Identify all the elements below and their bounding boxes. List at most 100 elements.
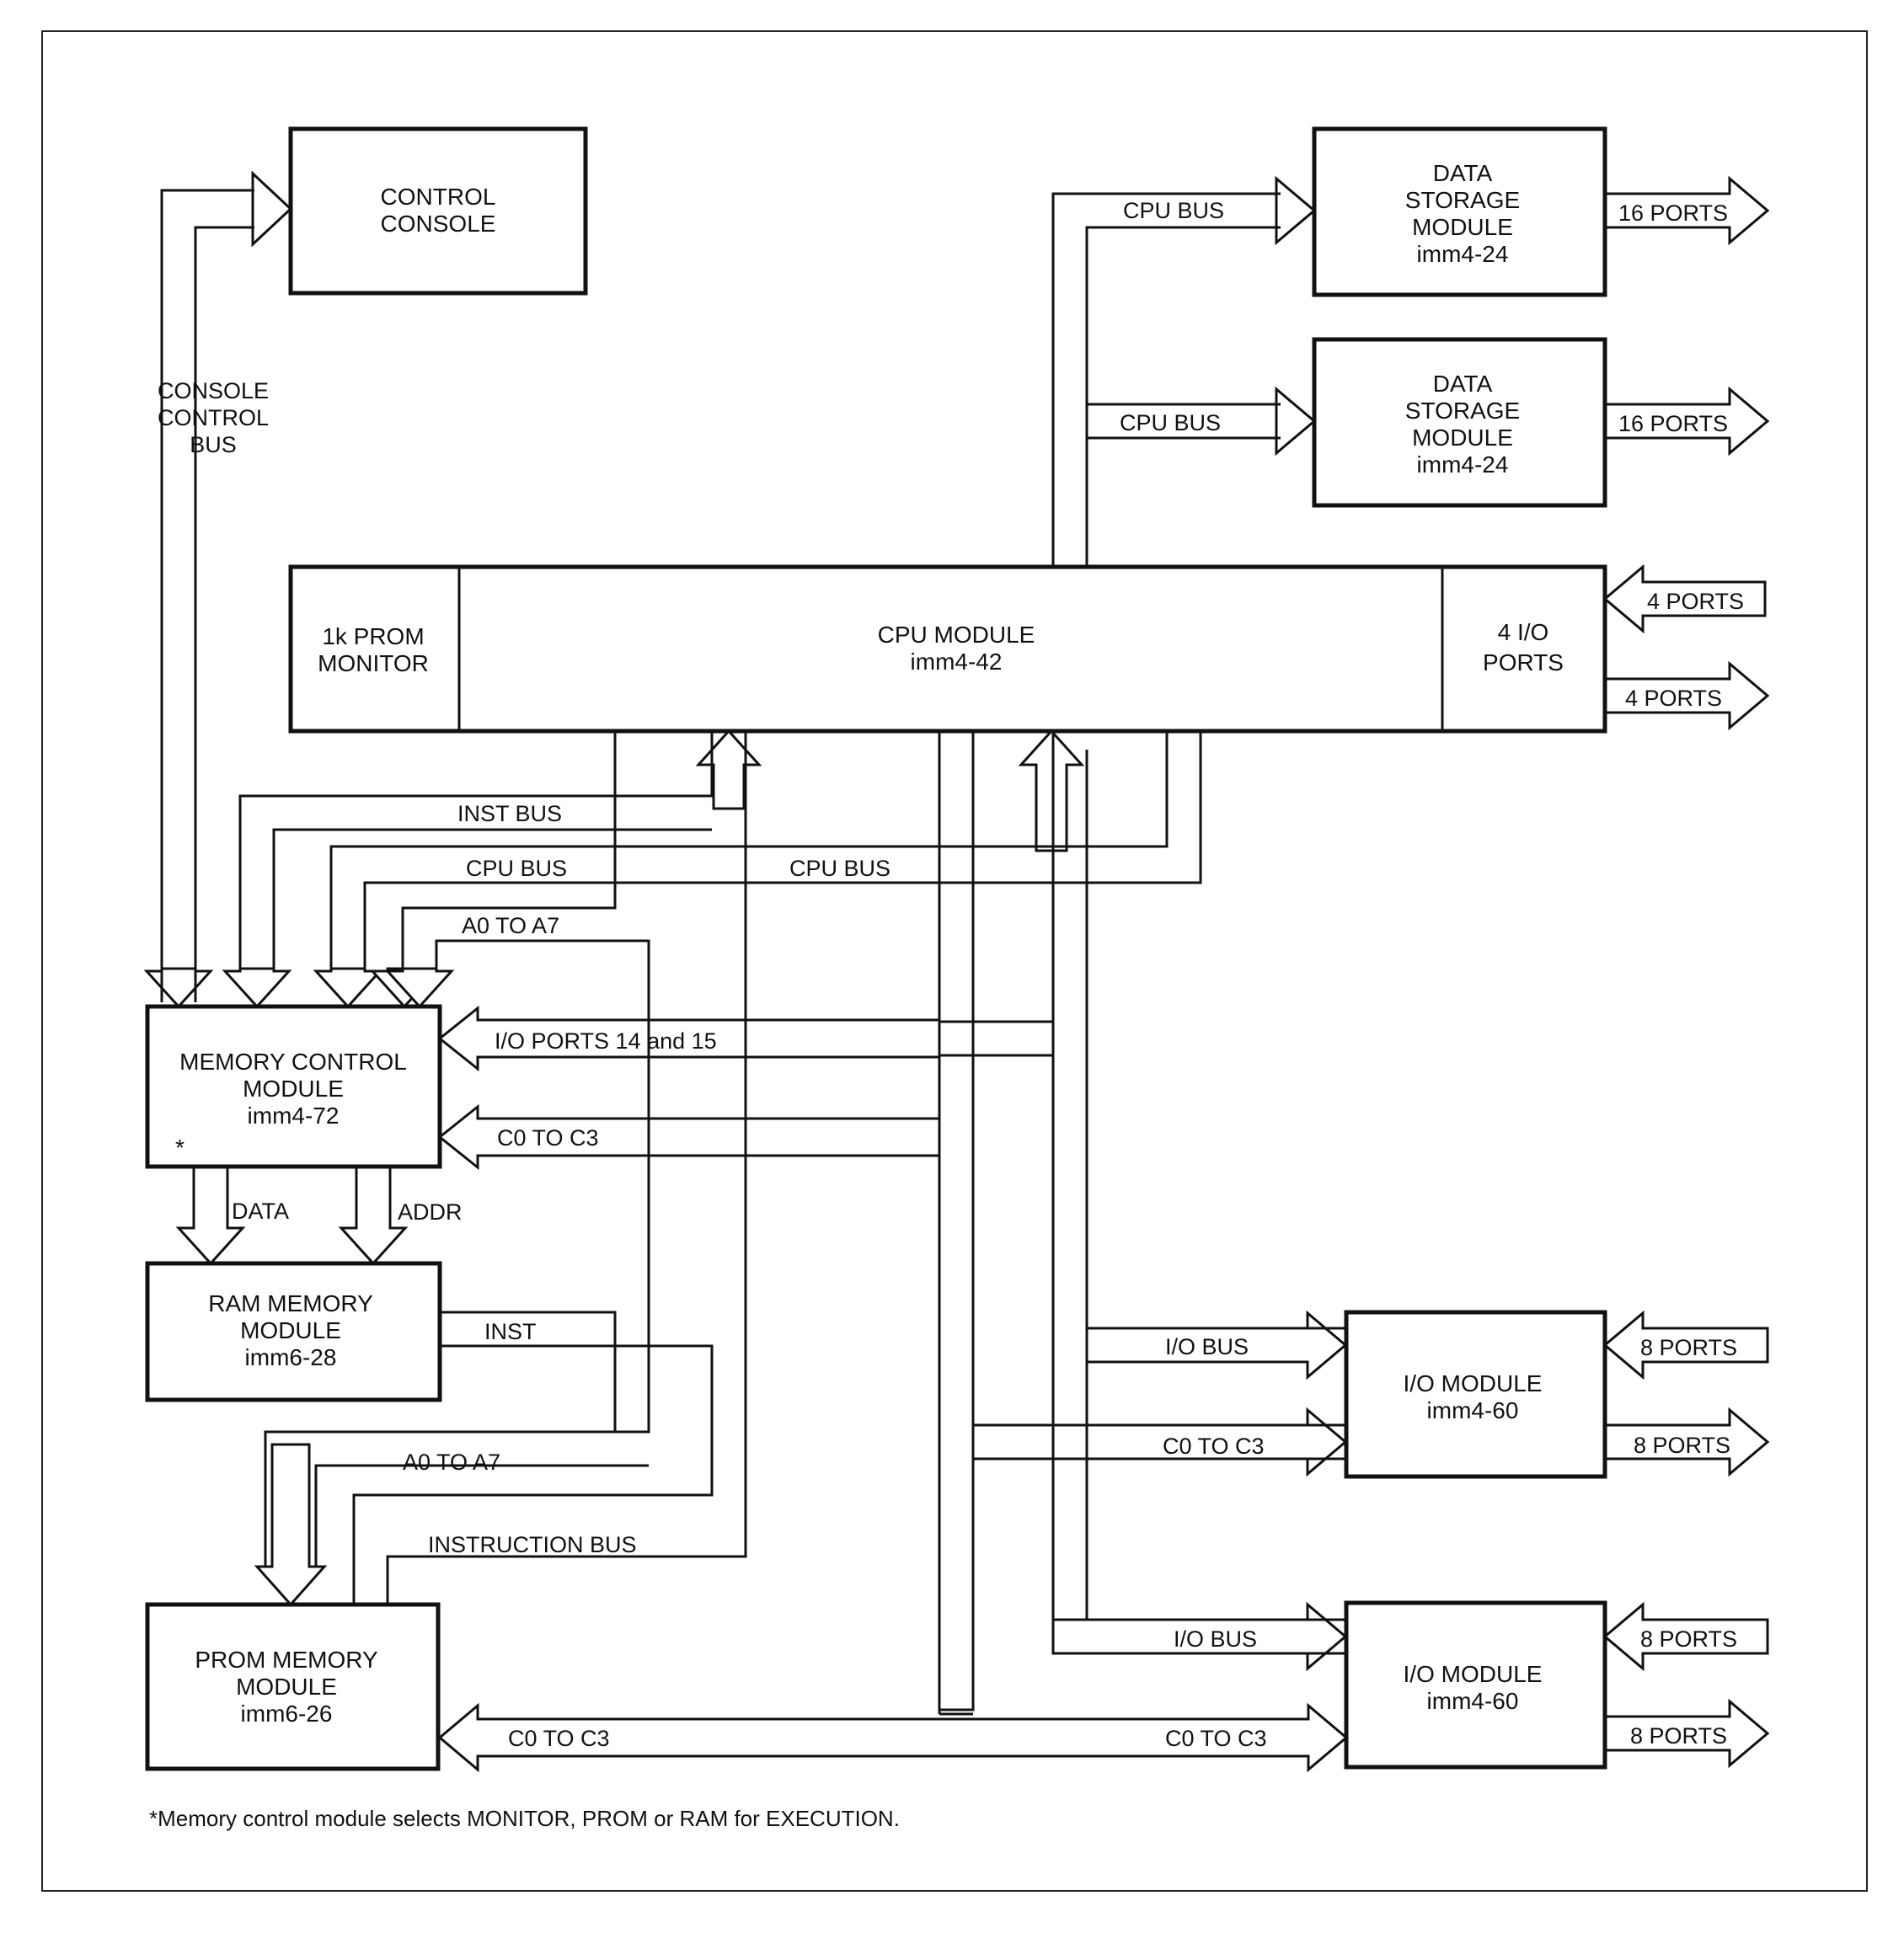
instruction-bus-label: INSTRUCTION BUS (428, 1532, 637, 1557)
io2-8-ports-out-label: 8 PORTS (1630, 1723, 1727, 1749)
cpu-4-ports-out-label: 4 PORTS (1625, 686, 1722, 711)
console-bus-down-arrow (143, 967, 214, 1009)
a0-a7-down-arrow (384, 967, 455, 1009)
control-console-label-line-1: CONTROL (381, 184, 496, 210)
inst-ram-lines-b (352, 1344, 714, 1605)
io1-8-ports-out-arrow (1603, 1407, 1770, 1477)
data-storage-2-label-line-3: MODULE (1412, 425, 1513, 451)
cpu-4-ports-in-arrow (1602, 563, 1767, 634)
data-down-arrow (175, 1165, 246, 1266)
c0-c3-lines (938, 1154, 1346, 1711)
inst-bus-label: INST BUS (457, 801, 562, 826)
io-bus-vertical-a (1051, 750, 1346, 1655)
prom-memory-module-box (145, 1602, 441, 1771)
io-module-2-label-line-2: imm4-60 (1427, 1688, 1519, 1714)
io-module-2-box (1344, 1600, 1607, 1770)
outer-frame (41, 30, 1868, 1892)
data-storage-2-label-line-2: STORAGE (1405, 398, 1520, 424)
cpu-bus-ds2-label: CPU BUS (1120, 410, 1221, 435)
cpu-module-label-line-2: imm4-42 (911, 649, 1003, 675)
console-control-bus-label-line-1: CONSOLE (158, 378, 269, 403)
io-ports-label-line-2: PORTS (1483, 649, 1564, 675)
inst-bus-top (238, 731, 714, 969)
memory-control-label-line-1: MEMORY CONTROL (179, 1049, 407, 1075)
cpu-bus-right-label: CPU BUS (789, 856, 890, 881)
prom-monitor-label-line-1: 1k PROM (322, 623, 424, 649)
instruction-bus-line (386, 731, 747, 1605)
c0-c3-prom-label: C0 TO C3 (508, 1726, 610, 1751)
io-bus-1-lower (1085, 1362, 1346, 1621)
ds1-16-ports-arrow (1603, 175, 1770, 246)
cpu-4-ports-in-label: 4 PORTS (1647, 589, 1744, 614)
cpu-bus-ds-inner (1085, 226, 1281, 567)
footnote-text: *Memory control module selects MONITOR, … (149, 1806, 900, 1831)
ram-memory-label-line-1: RAM MEMORY (208, 1290, 373, 1316)
cpu-bus-ds1-label: CPU BUS (1123, 198, 1224, 223)
io2-8-ports-out-arrow (1603, 1698, 1770, 1769)
cpu-bus-ds2-arrow (1275, 386, 1317, 457)
a0-a7-top-label: A0 TO A7 (462, 913, 559, 938)
cpu-module-label-line-1: CPU MODULE (878, 622, 1035, 648)
data-storage-1-label-line-2: STORAGE (1405, 187, 1520, 213)
bus-arrows (143, 170, 1770, 1773)
bus-wires (160, 189, 1346, 1716)
cpu-module-box (288, 564, 1607, 734)
prom-monitor-label-line-2: MONITOR (318, 650, 429, 676)
c0-c3-io2-label: C0 TO C3 (1165, 1726, 1267, 1751)
memory-control-label-line-2: MODULE (243, 1076, 344, 1102)
cpu-bus-left-label: CPU BUS (466, 856, 567, 881)
io-ports-14-15-arrow (437, 1005, 941, 1072)
module-boxes (145, 126, 1607, 1771)
data-storage-1-label-line-4: imm4-24 (1417, 241, 1509, 267)
io-bus-2-label: I/O BUS (1174, 1626, 1257, 1652)
cpu-bus-left-inner (363, 731, 1202, 969)
console-bus-outer (160, 189, 254, 1002)
a0-a7-prom-down-arrow (254, 1443, 328, 1607)
ds1-16-ports-label: 16 PORTS (1618, 200, 1728, 226)
io2-8-ports-in-arrow (1602, 1601, 1769, 1672)
data-storage-2-label-line-1: DATA (1433, 371, 1493, 397)
data-storage-1-label-line-3: MODULE (1412, 214, 1513, 240)
inst-ram-lines (264, 1311, 617, 1567)
io-module-1-label-line-1: I/O MODULE (1404, 1370, 1543, 1396)
io-ports-label-line-1: 4 I/O (1498, 619, 1549, 645)
ds2-16-ports-label: 16 PORTS (1618, 411, 1728, 436)
addr-down-arrow (338, 1165, 409, 1266)
io-ports-14-15-label: I/O PORTS 14 and 15 (495, 1028, 717, 1054)
memory-control-module-box (145, 1004, 442, 1169)
memory-control-mark: * (175, 1135, 185, 1161)
c0-c3-mcm-label: C0 TO C3 (497, 1125, 599, 1151)
data-storage-module-1-box (1312, 126, 1607, 297)
inst-bus-down-arrow (222, 967, 292, 1009)
prom-memory-label-line-3: imm6-26 (241, 1701, 333, 1727)
io-module-1-box (1344, 1310, 1607, 1479)
cpu-4-ports-out-arrow (1603, 660, 1770, 731)
cpu-bus-left-outer (329, 731, 1169, 969)
io-module-1-label-line-2: imm4-60 (1427, 1397, 1519, 1423)
io1-8-ports-in-arrow (1602, 1310, 1769, 1380)
cpu-center-bus-b (971, 731, 1346, 1427)
ram-memory-label-line-2: MODULE (240, 1317, 341, 1343)
control-console-label-line-2: CONSOLE (381, 211, 496, 237)
c0-c3-io1-label: C0 TO C3 (1163, 1434, 1265, 1459)
c0-c3-mcm-arrow (437, 1103, 941, 1171)
prom-memory-label-line-1: PROM MEMORY (195, 1647, 378, 1673)
control-console-box (288, 126, 588, 296)
data-storage-2-label-line-4: imm4-24 (1417, 451, 1509, 478)
memory-control-label-line-3: imm4-72 (248, 1103, 340, 1129)
instruction-bus-line-b (314, 1464, 649, 1567)
io1-8-ports-out-label: 8 PORTS (1634, 1433, 1730, 1458)
a0-a7-top-inner (435, 939, 650, 1434)
diagram-text: CONTROLCONSOLEDATASTORAGEMODULEimm4-24DA… (149, 160, 1744, 1831)
io1-8-ports-in-label: 8 PORTS (1640, 1335, 1737, 1360)
c0-c3-io1-arrow (971, 1407, 1348, 1477)
addr-label: ADDR (398, 1199, 463, 1225)
ds2-16-ports-arrow (1603, 386, 1770, 457)
io-bus-1-label: I/O BUS (1165, 1334, 1249, 1359)
cpu-bus-down-arrow-1 (313, 967, 383, 1009)
console-to-control-console-arrow (251, 170, 293, 248)
console-bus-inner (194, 226, 254, 1002)
io2-8-ports-in-label: 8 PORTS (1640, 1626, 1737, 1652)
data-storage-module-2-box (1312, 337, 1607, 508)
